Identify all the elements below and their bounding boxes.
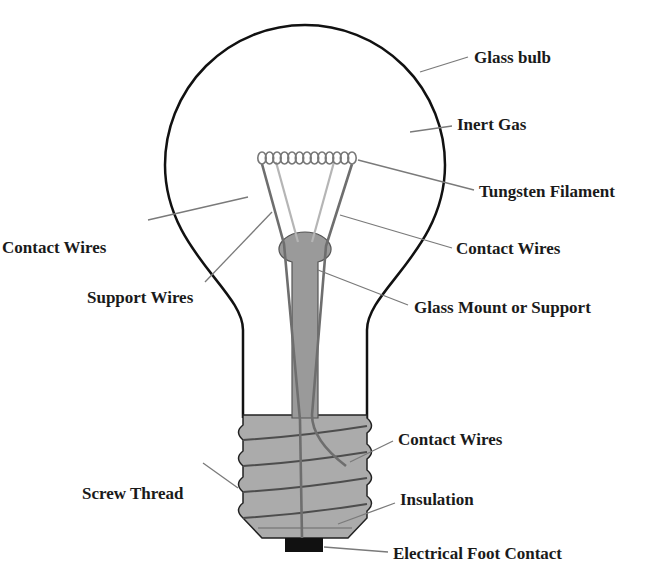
part-label: Contact Wires (2, 237, 106, 259)
leader-line (324, 547, 388, 552)
part-label: Glass Mount or Support (414, 297, 591, 319)
glass-bulb (165, 25, 445, 418)
contact-wire (312, 164, 352, 466)
part-label: Insulation (400, 489, 474, 511)
foot-contact (285, 538, 323, 552)
thread-line (243, 452, 367, 466)
coil-loop (348, 152, 356, 164)
leader-line (203, 463, 238, 488)
part-label: Support Wires (87, 287, 193, 309)
thread-line (243, 426, 367, 440)
part-label: Glass bulb (474, 47, 551, 69)
part-label: Contact Wires (456, 238, 560, 260)
leader-line (420, 57, 468, 72)
thread-line (243, 478, 367, 492)
contact-wire (262, 164, 302, 538)
leader-line (338, 503, 395, 524)
leader-line (358, 160, 474, 190)
leader-line (318, 270, 408, 305)
leader-line (205, 212, 272, 282)
part-label: Contact Wires (398, 429, 502, 451)
leader-line (340, 215, 452, 248)
glass-mount (279, 232, 331, 418)
leader-line (410, 126, 452, 132)
insulation (258, 527, 352, 529)
leader-line (148, 197, 248, 220)
screw-thread (243, 426, 367, 518)
leader-line (350, 441, 393, 462)
part-label: Tungsten Filament (479, 181, 615, 203)
part-label: Electrical Foot Contact (393, 543, 562, 565)
part-label: Inert Gas (457, 114, 526, 136)
thread-line (243, 504, 367, 518)
part-label: Screw Thread (82, 483, 184, 505)
tungsten-filament (258, 152, 356, 164)
